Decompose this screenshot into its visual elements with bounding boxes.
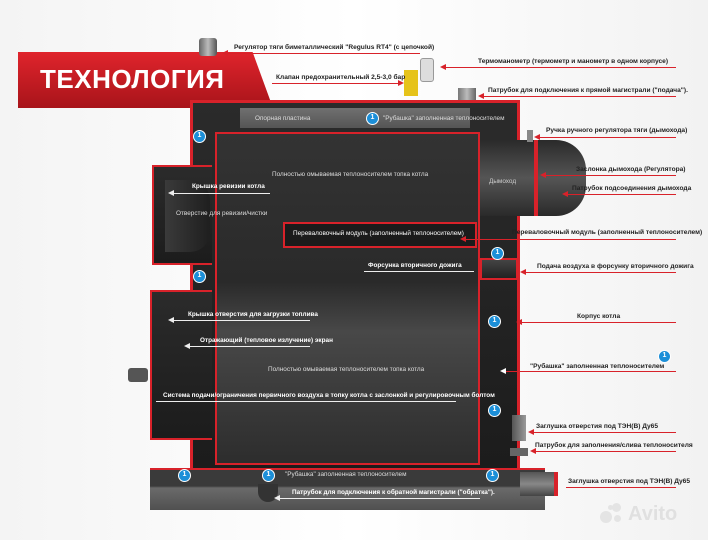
- arrow-icon: [168, 317, 174, 323]
- label-chimney: Дымоход: [489, 178, 517, 185]
- leader-supply-pipe: [484, 96, 676, 97]
- leader-module-right: [466, 239, 676, 240]
- label-screen: Отражающий (тепловое излучение) экран: [200, 337, 333, 344]
- air-bolt: [128, 368, 148, 382]
- label-support-plate: Опорная пластина: [255, 115, 311, 122]
- arrow-icon: [274, 495, 280, 501]
- arrow-icon: [540, 172, 546, 178]
- badge-bottom-right: 1: [486, 469, 499, 482]
- firebox: [215, 132, 480, 465]
- badge-bottom-mid: 1: [262, 469, 275, 482]
- page-title: ТЕХНОЛОГИЯ: [40, 64, 225, 94]
- fill-fitting: [510, 448, 528, 456]
- badge-right-upper: 1: [491, 247, 504, 260]
- label-primary-air: Система подачи/ограничения первичного во…: [163, 392, 495, 399]
- leader-fill-pipe: [536, 451, 676, 452]
- return-pipe-device: [258, 484, 278, 502]
- arrow-icon: [562, 191, 568, 197]
- transfer-module: [283, 222, 477, 248]
- leader-plug1: [534, 432, 676, 433]
- chimney-pipe: [480, 140, 586, 216]
- arrow-icon: [528, 429, 534, 435]
- label-nozzle: Форсунка вторичного дожига: [368, 262, 462, 269]
- leader-damper: [546, 175, 676, 176]
- loading-door: [150, 290, 212, 440]
- label-regulator: Регулятор тяги биметаллический "Regulus …: [234, 44, 435, 51]
- label-plug1: Заглушка отверстия под ТЭН(В) Ду65: [536, 423, 659, 430]
- chimney-damper: [534, 140, 538, 216]
- arrow-icon: [222, 50, 228, 56]
- leader-primary-air: [156, 401, 456, 402]
- leader-inspection-cover: [174, 193, 270, 194]
- badge-legend: 1: [658, 350, 671, 363]
- arrow-icon: [168, 190, 174, 196]
- badge-left-upper: 1: [193, 130, 206, 143]
- plug-fitting: [512, 415, 526, 441]
- label-module-right: Переваловочный модуль (заполненный тепло…: [512, 229, 703, 236]
- label-return-pipe: Патрубок для подключения к обратной маги…: [292, 489, 495, 496]
- leader-draft-handle: [540, 137, 676, 138]
- label-valve: Клапан предохранительный 2,5-3,0 бар: [276, 74, 406, 81]
- leader-nozzle: [364, 271, 474, 272]
- label-fill-pipe: Патрубок для заполнения/слива теплоносит…: [535, 442, 693, 449]
- arrow-icon: [520, 269, 526, 275]
- arrow-icon: [440, 64, 446, 70]
- label-damper: Заслонка дымохода (Регулятора): [576, 166, 686, 173]
- secondary-nozzle: [480, 258, 518, 280]
- arrow-icon: [516, 319, 522, 325]
- leader-plug2: [566, 487, 676, 488]
- leader-jacket-right: [506, 371, 676, 372]
- label-firebox-top: Полностью омываемая теплоносителем топка…: [272, 171, 429, 178]
- plug2-fitting: [520, 472, 558, 496]
- label-draft-handle: Ручка ручного регулятора тяги (дымохода): [546, 127, 688, 134]
- label-jacket-bottom: "Рубашка" заполненная теплоносителем: [285, 471, 407, 478]
- badge-right-mid: 1: [488, 315, 501, 328]
- label-nozzle-air: Подача воздуха в форсунку вторичного дож…: [537, 263, 694, 270]
- badge-jacket-top: 1: [366, 112, 379, 125]
- arrow-icon: [398, 80, 404, 86]
- leader-body: [522, 322, 676, 323]
- label-thermomanometer: Термоманометр (термометр и манометр в од…: [478, 58, 669, 65]
- thermomanometer-device: [420, 58, 434, 82]
- label-supply-pipe: Патрубок для подключения к прямой магист…: [488, 87, 688, 94]
- label-inspection-cover: Крышка ревизии котла: [192, 183, 265, 190]
- leader-screen: [190, 346, 310, 347]
- label-jacket-right: "Рубашка" заполненная теплоносителем: [530, 363, 665, 370]
- label-module-inner: Переваловочный модуль (заполненный тепло…: [293, 230, 464, 237]
- label-plug2: Заглушка отверстия под ТЭН(В) Ду65: [568, 478, 691, 485]
- label-body: Корпус котла: [577, 313, 621, 320]
- boiler-base: [150, 468, 545, 510]
- label-load-cover: Крышка отверстия для загрузки топлива: [188, 311, 318, 318]
- support-plate: [240, 108, 470, 128]
- leader-regulator: [228, 53, 420, 54]
- arrow-icon: [534, 134, 540, 140]
- regulator-device: [199, 38, 217, 56]
- leader-load-cover: [174, 320, 310, 321]
- watermark: Avito: [628, 503, 678, 525]
- safety-valve-device: [404, 70, 418, 96]
- arrow-icon: [500, 368, 506, 374]
- leader-valve: [272, 83, 398, 84]
- draft-handle: [527, 130, 533, 142]
- leader-return-pipe: [280, 498, 480, 499]
- arrow-icon: [478, 93, 484, 99]
- badge-bottom-left: 1: [178, 469, 191, 482]
- leader-nozzle-air: [526, 272, 676, 273]
- arrow-icon: [184, 343, 190, 349]
- label-jacket-top: "Рубашка" заполненная теплоносителем: [383, 115, 505, 122]
- leader-thermomanometer: [446, 67, 676, 68]
- arrow-icon: [530, 448, 536, 454]
- leader-chimney-pipe: [568, 194, 676, 195]
- label-chimney-pipe: Патрубок подсоединения дымохода: [572, 185, 692, 192]
- title-banner: [18, 52, 273, 108]
- badge-left-mid: 1: [193, 270, 206, 283]
- avito-logo-icon: [600, 503, 626, 527]
- arrow-icon: [460, 236, 466, 242]
- label-firebox-bottom: Полностью омываемая теплоносителем топка…: [268, 366, 425, 373]
- badge-right-low: 1: [488, 404, 501, 417]
- label-inspection-hole: Отверстие для ревизии/чистки: [176, 210, 268, 217]
